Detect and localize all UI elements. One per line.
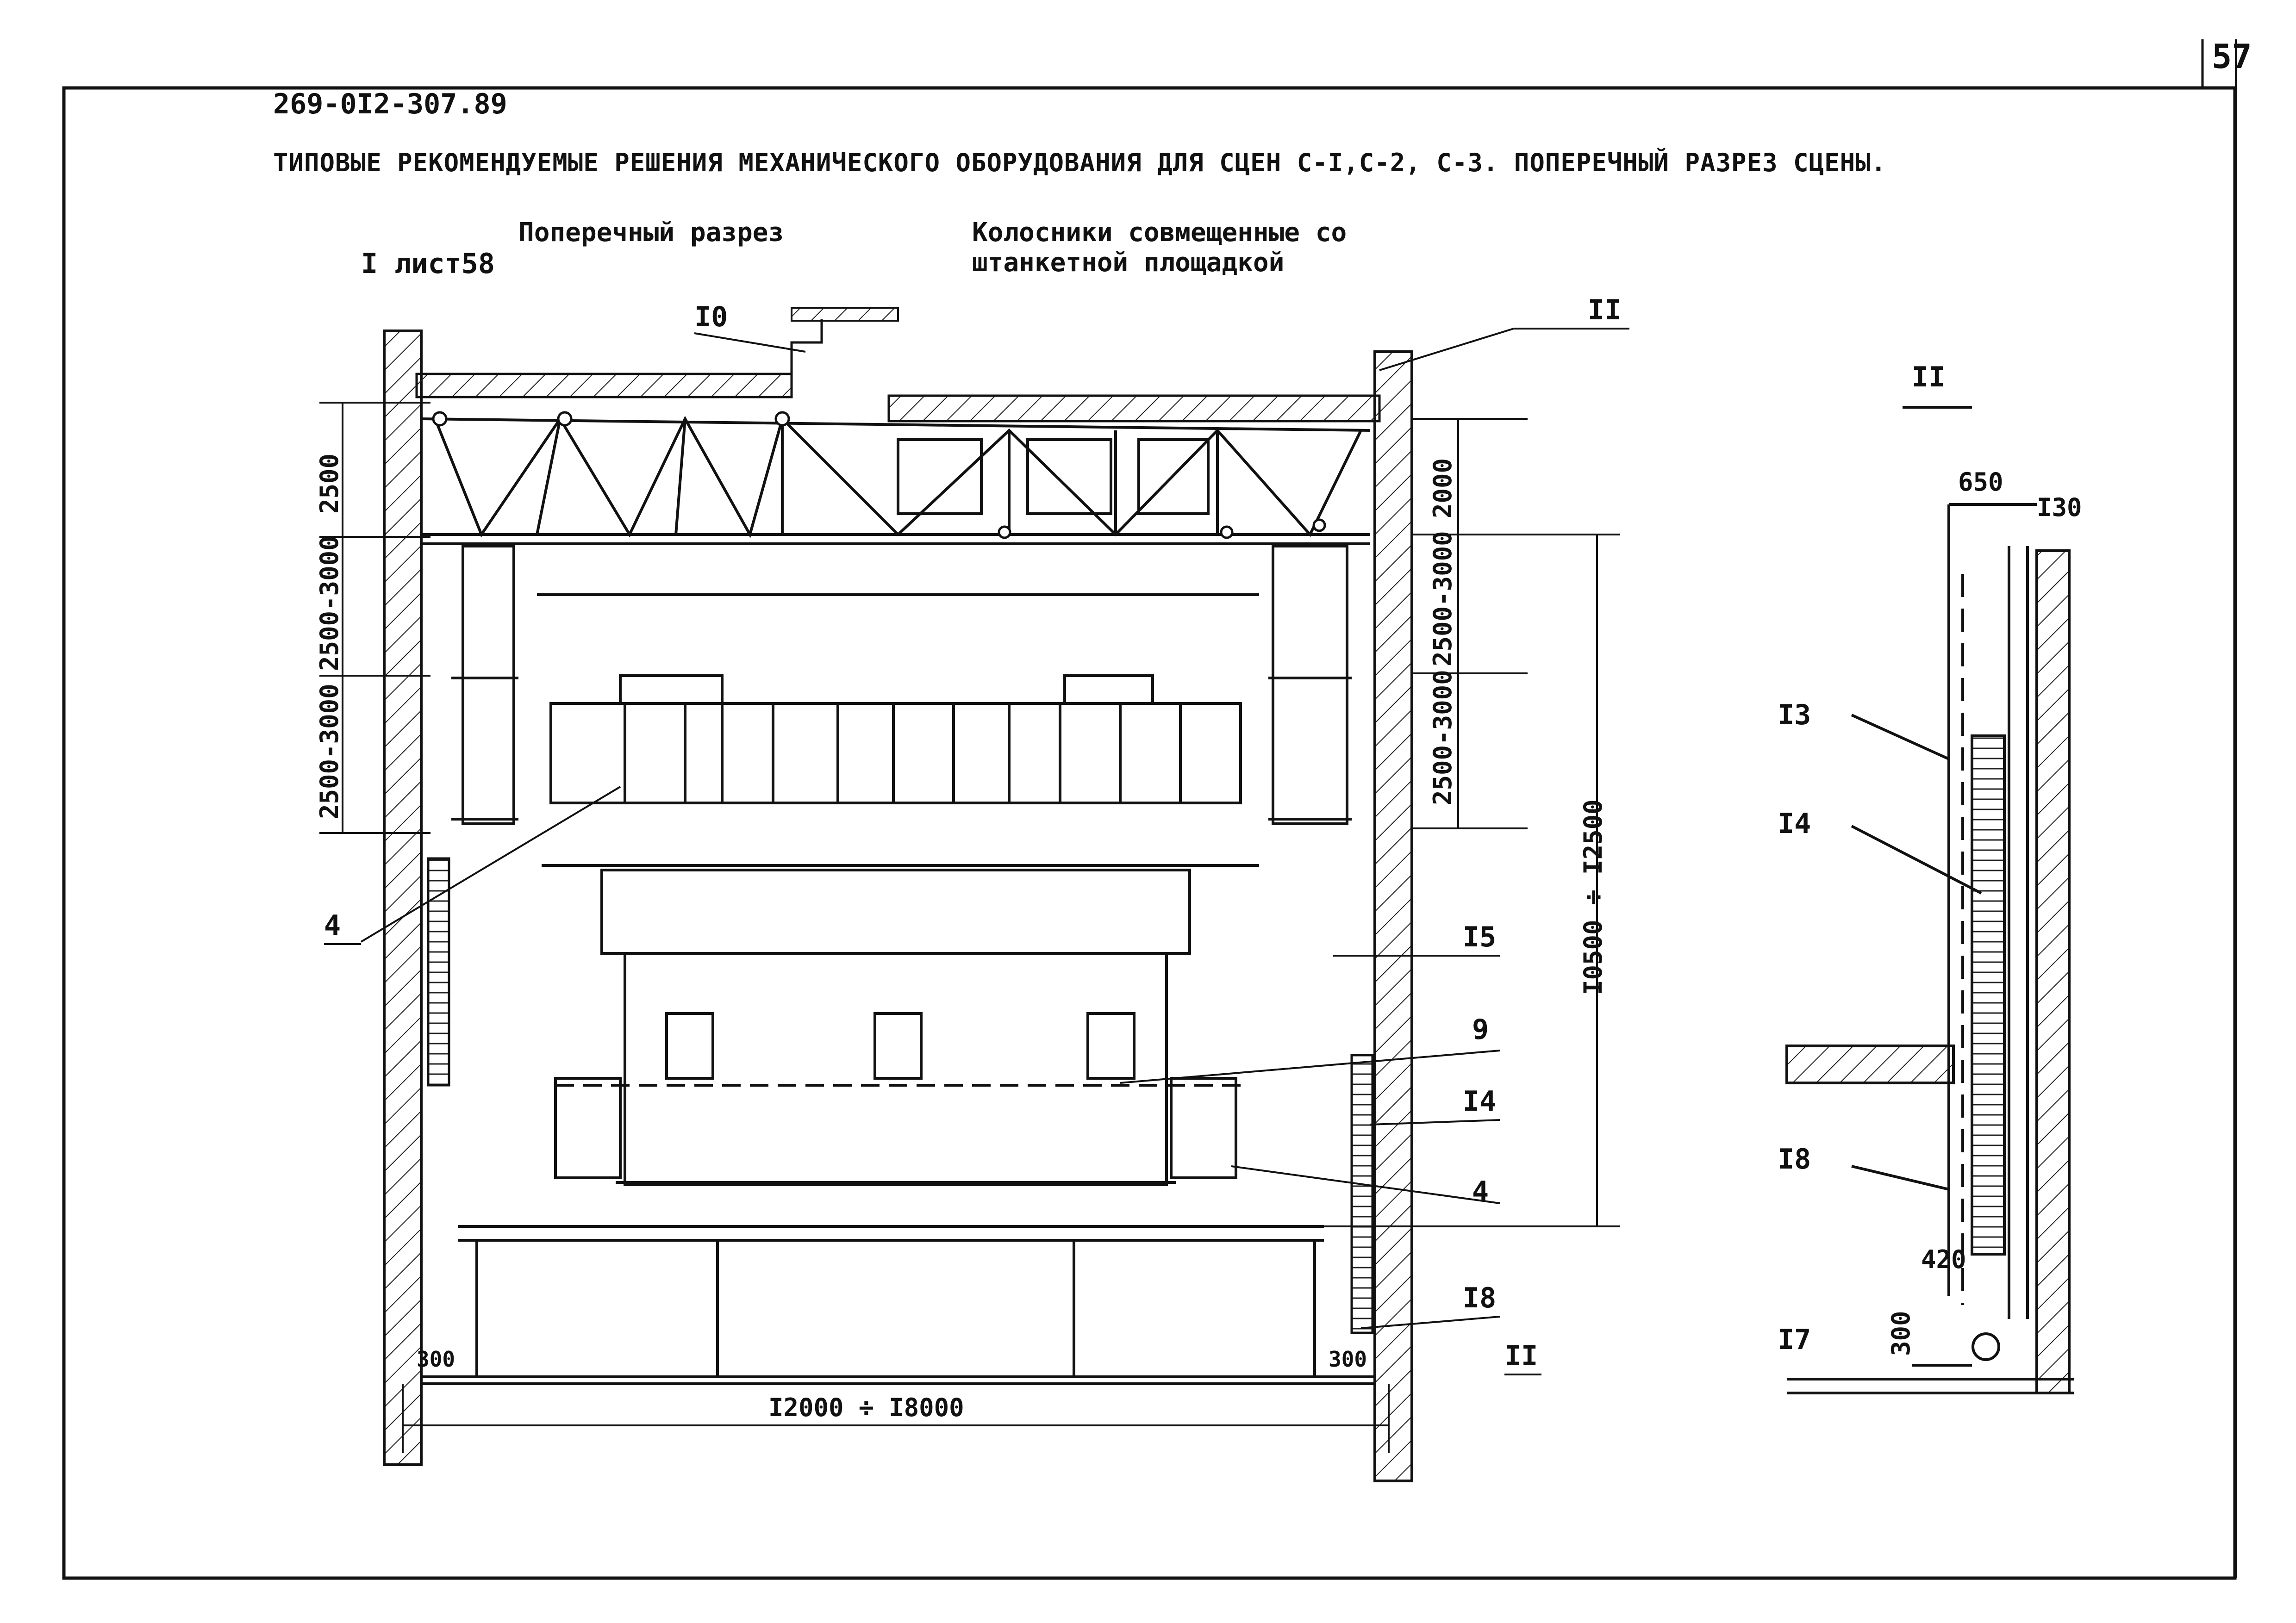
detail-section <box>1785 406 2074 1394</box>
portal-frame <box>624 952 1168 1186</box>
battens <box>537 593 1259 1186</box>
dim-300-left: 300 <box>417 1347 455 1372</box>
drawing-title: ТИПОВЫЕ РЕКОМЕНДУЕМЫЕ РЕШЕНИЯ МЕХАНИЧЕСК… <box>273 148 1887 177</box>
detail-callout-13: I3 <box>1778 699 1811 731</box>
left-ladder <box>427 857 450 1087</box>
callout-4-left: 4 <box>324 909 341 942</box>
grid-title-line1: Колосники совмещенные со <box>972 218 1347 248</box>
light-bridge <box>549 702 1242 804</box>
callout-section-2: II <box>1504 1340 1538 1372</box>
callout-section-3: II <box>1588 294 1622 326</box>
left-wall <box>383 330 423 1466</box>
stage-floor <box>421 1225 1375 1385</box>
callout-10: I0 <box>694 301 728 333</box>
reference-sheet-label: I лист58 <box>361 248 495 280</box>
document-code: 269-0I2-307.89 <box>273 88 507 120</box>
roof-slab-left <box>415 373 793 398</box>
page-number: 57 <box>2212 37 2252 76</box>
detail-dim-650: 650 <box>1958 467 2003 497</box>
right-ladder <box>1350 1054 1374 1334</box>
detail-view-title: II <box>1912 361 1946 393</box>
detail-slab <box>1785 1045 1955 1084</box>
dim-width: I2000 ÷ I8000 <box>768 1393 964 1422</box>
view-title-cross-section: Поперечный разрез <box>518 218 784 248</box>
callout-15: I5 <box>1463 921 1497 953</box>
pulleys <box>432 411 1326 539</box>
detail-callout-17: I7 <box>1778 1324 1811 1356</box>
roof-slab-right <box>887 394 1381 423</box>
detail-dim-420: 420 <box>1921 1245 1966 1274</box>
grid-truss <box>421 416 1371 545</box>
detail-callout-18: I8 <box>1778 1143 1811 1175</box>
dimension-lines <box>319 402 1620 1453</box>
detail-dim-130: I30 <box>2037 493 2082 522</box>
callout-4-right: 4 <box>1472 1175 1489 1208</box>
detail-wall <box>2035 549 2071 1394</box>
detail-callout-14: I4 <box>1778 808 1811 840</box>
callout-9: 9 <box>1472 1014 1489 1046</box>
grid-title-line2: штанкетной площадкой <box>972 248 1285 278</box>
detail-ladder <box>1971 734 2006 1256</box>
callout-14: I4 <box>1463 1085 1497 1118</box>
dim-300-right: 300 <box>1329 1347 1367 1372</box>
leader-lines <box>324 328 1629 1375</box>
fly-galleries <box>451 545 1352 825</box>
right-wall <box>1373 350 1413 1482</box>
callout-18: I8 <box>1463 1282 1497 1314</box>
